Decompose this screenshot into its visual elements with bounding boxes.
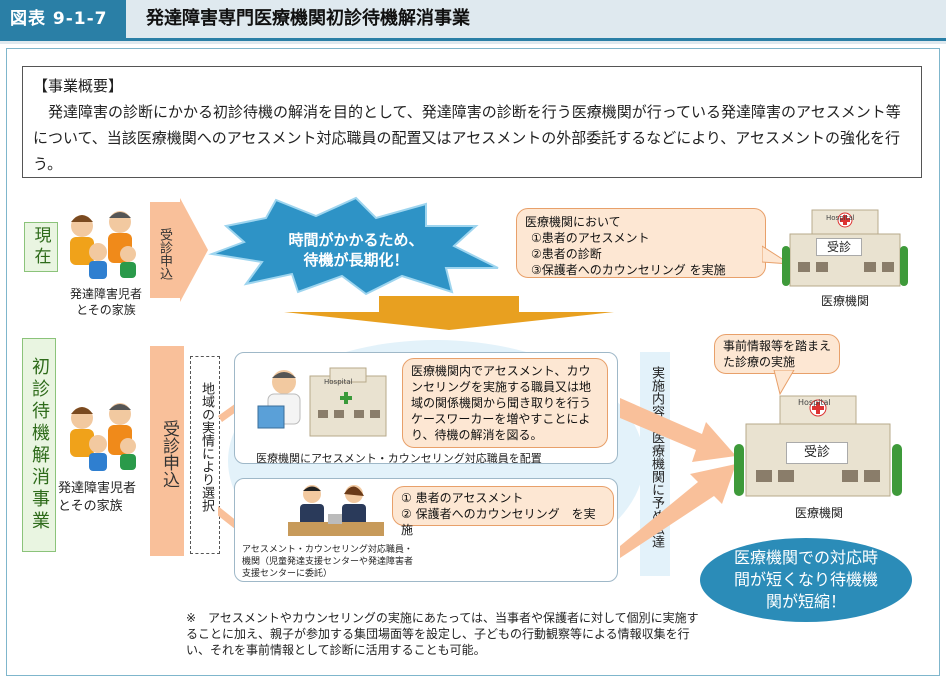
external-caption: アセスメント・カウンセリング対応職員・ 機関（児童発達支援センターや発達障害者 … — [242, 545, 414, 579]
regional-select-box — [190, 356, 220, 554]
apply-label-proposed: 受診申込 — [159, 420, 179, 488]
family-caption-proposed: 発達障害児者 とその家族 — [58, 481, 137, 514]
apply-bar-proposed — [150, 346, 184, 556]
callout-tail-proposed — [773, 370, 795, 396]
apply-arrow-current — [150, 198, 208, 302]
wait-burst-text: 時間がかかるため、 待機が長期化！ — [288, 231, 424, 269]
to-hospital-arrows — [620, 398, 736, 558]
wait-burst — [208, 196, 499, 296]
current-label: 現在 — [24, 222, 58, 272]
hospital-caption-current: 医療機関 — [820, 294, 869, 308]
hospital-sign-current: Hospital — [826, 214, 855, 222]
result-oval: 医療機関での対応時間が短くなり待機機関が短縮！ — [700, 538, 912, 622]
current-callout-item: ③保護者へのカウンセリング を実施 — [531, 263, 726, 277]
current-callout-title: 医療機関において — [525, 215, 621, 229]
inhouse-caption: 医療機関にアセスメント・カウンセリング対応職員を配置 — [256, 452, 542, 465]
hospital-counter-proposed: 受診 — [786, 442, 848, 464]
hospital-current — [782, 206, 908, 288]
inhouse-callout: 医療機関内でアセスメント、カウンセリングを実施する職員又は地域の関係機関から聞き… — [402, 358, 608, 448]
hospital-callout-proposed: 事前情報等を踏まえた診療の実施 — [714, 334, 840, 374]
summary-body: 発達障害の診断にかかる初診待機の解消を目的として、発達障害の診断を行う医療機関が… — [33, 103, 901, 173]
current-callout-item: ②患者の診断 — [531, 247, 602, 261]
external-callout: ① 患者のアセスメント ② 保護者へのカウンセリング を実施 — [392, 486, 614, 537]
summary-box: 【事業概要】 発達障害の診断にかかる初診待機の解消を目的として、発達障害の診断を… — [22, 66, 922, 178]
external-callout-item: ② 保護者へのカウンセリング を実施 — [401, 507, 596, 537]
summary-heading: 【事業概要】 — [33, 77, 124, 95]
header-divider — [0, 38, 946, 41]
hospital-counter-current: 受診 — [816, 238, 862, 256]
assessment-staff-illustration — [288, 485, 384, 536]
transition-arrow-down — [284, 296, 614, 330]
figure-tag: 図表 9-1-7 — [0, 0, 126, 38]
prior-info-label: 実施内容を医療機関に予め伝達 — [649, 366, 664, 548]
family-illustration-proposed — [70, 403, 136, 471]
page-title: 発達障害専門医療機関初診待機解消事業 — [146, 8, 470, 29]
hospital-building-icon — [782, 209, 908, 287]
family-caption-current: 発達障害児者 とその家族 — [69, 287, 142, 317]
apply-label-current: 受診申込 — [157, 228, 172, 280]
hospital-caption-proposed: 医療機関 — [794, 506, 843, 520]
staff-at-hospital-illustration — [257, 367, 387, 437]
current-hospital-callout: 医療機関において ①患者のアセスメント ②患者の診断 ③保護者へのカウンセリング… — [516, 208, 766, 278]
hospital-sign-proposed: Hospital — [798, 398, 831, 407]
hospital-sign-inhouse: Hospital — [324, 378, 353, 386]
external-callout-item: ① 患者のアセスメント — [401, 491, 524, 505]
proposed-label: 初診待機解消事業 — [22, 338, 56, 552]
family-illustration-current — [70, 211, 136, 279]
header-bar — [0, 0, 946, 44]
footnote: ※ アセスメントやカウンセリングの実施にあたっては、当事者や保護者に対して個別に… — [186, 611, 699, 657]
current-callout-item: ①患者のアセスメント — [531, 231, 650, 245]
regional-select-label: 地域の実情により選択 — [199, 382, 214, 512]
